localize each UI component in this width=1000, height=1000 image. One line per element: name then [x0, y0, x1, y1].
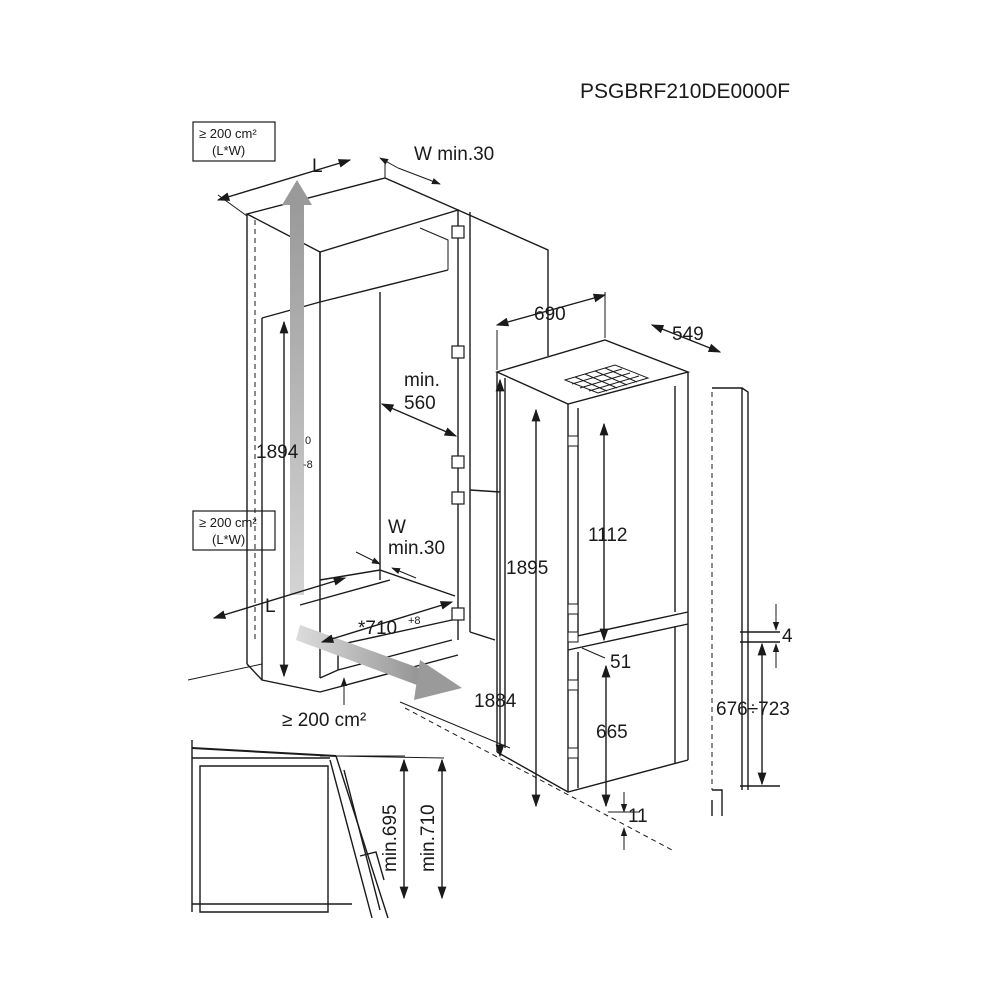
dimension-4: 4	[772, 604, 793, 668]
dimension-min695: min.695	[380, 758, 409, 900]
vent-label-mid: ≥ 200 cm² (L*W)	[192, 510, 276, 551]
dimension-51: 51	[581, 647, 631, 673]
svg-text:min.695: min.695	[380, 804, 401, 872]
dimension-1895: 1895	[506, 408, 548, 808]
dimension-690: 690	[495, 292, 607, 370]
svg-text:min.: min.	[404, 370, 440, 391]
svg-text:≥ 200 cm²: ≥ 200 cm²	[199, 515, 257, 530]
svg-text:L: L	[312, 156, 323, 177]
svg-text:-8: -8	[303, 459, 313, 471]
svg-text:+8: +8	[408, 615, 421, 627]
dimension-min-560: min. 560	[380, 370, 458, 437]
svg-text:11: 11	[628, 806, 648, 827]
svg-text:549: 549	[672, 324, 704, 345]
dimension-niche-height: 1894 0 -8	[256, 320, 313, 678]
svg-text:1112: 1112	[588, 525, 627, 546]
dimension-710: *710 +8	[320, 601, 454, 643]
side-section	[191, 740, 445, 919]
door-hinge-icon	[567, 435, 579, 759]
svg-text:51: 51	[610, 652, 631, 673]
svg-text:1894: 1894	[256, 442, 299, 463]
dimension-W-mid: W min.30	[355, 517, 445, 579]
svg-text:*710: *710	[358, 618, 397, 639]
dimension-W-top: W min.30	[379, 144, 494, 185]
dimension-1884: 1884	[474, 378, 517, 758]
svg-text:min.710: min.710	[418, 804, 439, 872]
niche-cabinet	[187, 177, 549, 693]
dimension-676-723: 676÷723	[716, 642, 790, 786]
floor-line	[399, 701, 511, 749]
svg-text:≥ 200 cm²: ≥ 200 cm²	[199, 126, 257, 141]
ventilation-arrow-up-icon	[282, 180, 312, 595]
svg-text:W min.30: W min.30	[414, 144, 494, 165]
dimension-L-top: L	[216, 156, 352, 217]
dimension-665: 665	[596, 664, 628, 808]
svg-text:4: 4	[782, 626, 793, 647]
door-rail	[711, 387, 780, 816]
hinge-icon	[451, 225, 465, 621]
vent-label-bottom: ≥ 200 cm²	[282, 677, 366, 731]
svg-text:1895: 1895	[506, 558, 548, 579]
dimension-1112: 1112	[588, 422, 627, 642]
svg-text:665: 665	[596, 722, 628, 743]
dimension-min710: min.710	[418, 758, 447, 900]
svg-text:1884: 1884	[474, 691, 517, 712]
svg-text:560: 560	[404, 393, 436, 414]
svg-text:min.30: min.30	[388, 538, 445, 559]
floor-dashed-line	[404, 707, 673, 851]
svg-text:690: 690	[534, 304, 566, 325]
vent-label-top: ≥ 200 cm² (L*W)	[192, 121, 276, 162]
svg-text:(L*W): (L*W)	[212, 143, 245, 158]
top-grille-icon	[563, 364, 650, 394]
svg-text:(L*W): (L*W)	[212, 532, 245, 547]
svg-text:676÷723: 676÷723	[716, 699, 790, 720]
dimension-11: 11	[608, 792, 648, 850]
svg-text:≥ 200 cm²: ≥ 200 cm²	[282, 710, 366, 731]
svg-text:0: 0	[305, 435, 311, 447]
model-code: PSGBRF210DE0000F	[580, 80, 790, 103]
dimension-549: 549	[650, 324, 722, 353]
dimension-L-bottom: L	[212, 577, 347, 619]
svg-text:W: W	[388, 517, 406, 538]
svg-text:L: L	[265, 596, 276, 617]
